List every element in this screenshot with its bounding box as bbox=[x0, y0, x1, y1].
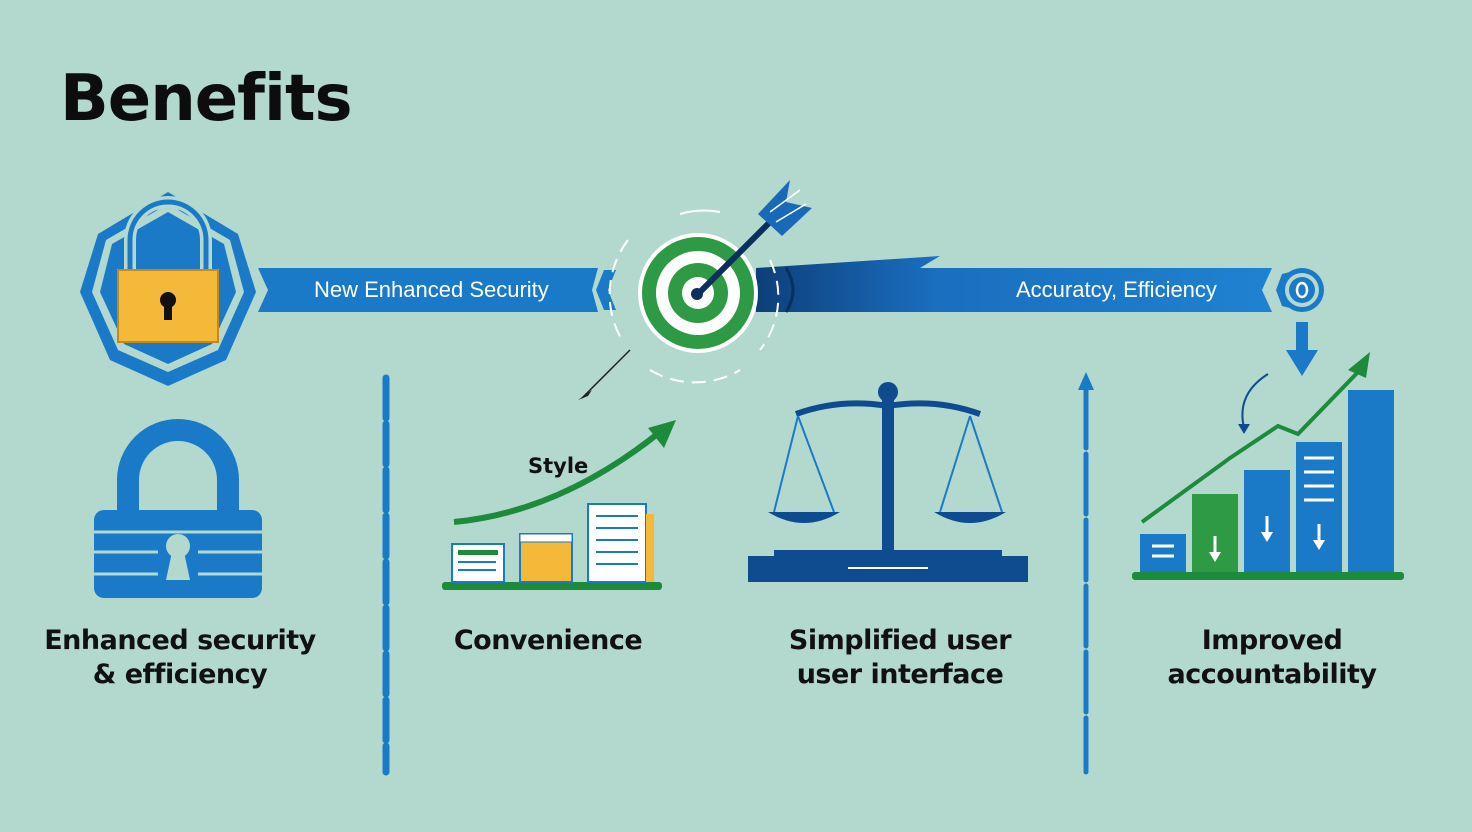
circle-badge-icon bbox=[1276, 268, 1324, 312]
banner-left-text: New Enhanced Security bbox=[314, 277, 549, 302]
benefit-caption-interface: Simplified user user interface bbox=[760, 624, 1040, 692]
caption-line: Enhanced security bbox=[44, 625, 316, 656]
divider-right bbox=[1078, 372, 1094, 775]
caption-line: accountability bbox=[1167, 659, 1377, 690]
chart-label: Style bbox=[528, 454, 589, 478]
benefit-caption-convenience: Convenience bbox=[408, 624, 688, 658]
banner-right-text: Accuratcy, Efficiency bbox=[1016, 277, 1217, 302]
caption-line: Convenience bbox=[453, 625, 643, 656]
caption-line: user interface bbox=[796, 659, 1004, 690]
banner-right bbox=[756, 256, 1272, 313]
shield-lock-icon bbox=[80, 192, 256, 386]
down-arrow-icon bbox=[1286, 322, 1318, 376]
page-title: Benefits bbox=[60, 62, 353, 136]
padlock-icon bbox=[94, 419, 262, 598]
caption-line: Simplified user bbox=[788, 625, 1012, 656]
benefit-caption-security: Enhanced security & efficiency bbox=[40, 624, 320, 692]
scales-icon bbox=[748, 382, 1028, 582]
banner-left bbox=[258, 268, 616, 312]
target-icon bbox=[578, 180, 812, 400]
bar-chart-growth-icon bbox=[1132, 352, 1404, 580]
caption-line: Improved bbox=[1201, 625, 1343, 656]
caption-line: & efficiency bbox=[92, 659, 268, 690]
documents-growth-icon bbox=[442, 420, 676, 590]
benefit-caption-accountability: Improved accountability bbox=[1132, 624, 1412, 692]
